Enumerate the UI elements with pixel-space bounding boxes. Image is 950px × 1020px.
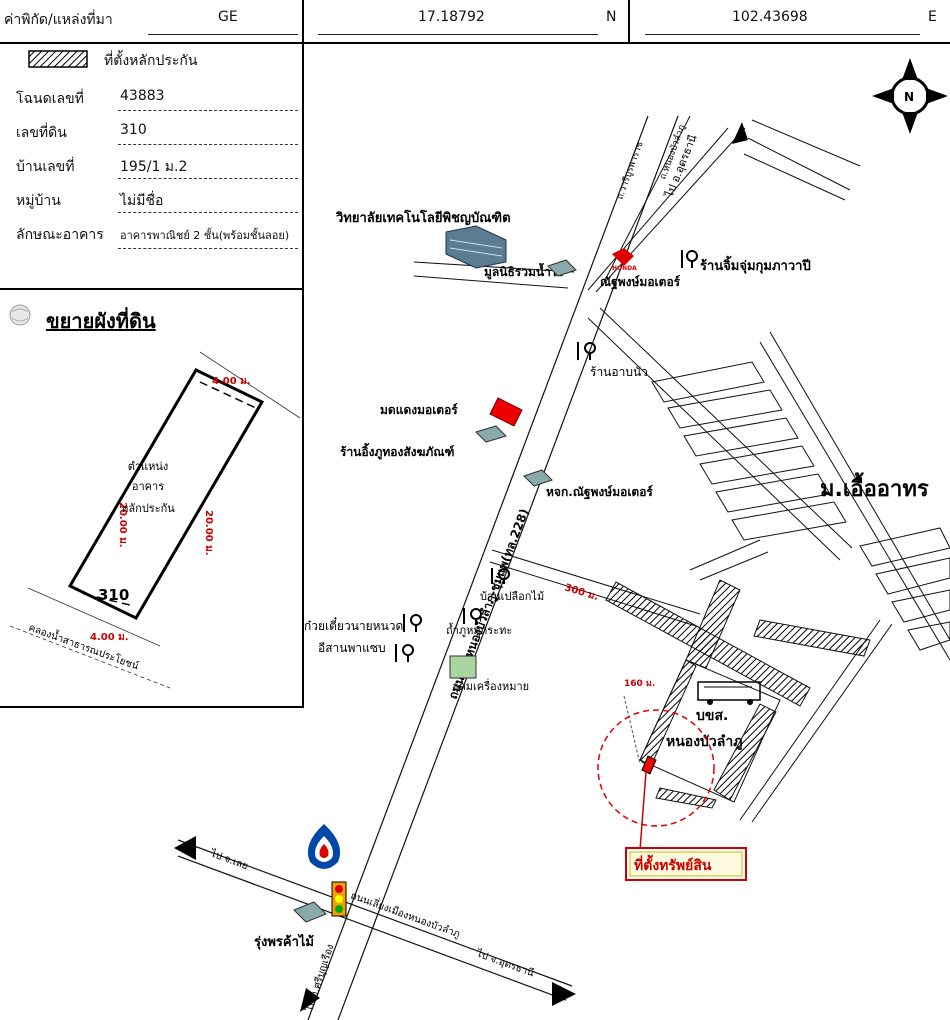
dist-300-label: 300 ม. xyxy=(563,582,599,603)
bus-station-label1: บขส. xyxy=(696,708,728,724)
to-sri-label: ไป อ.ศรีบุญเรือง xyxy=(303,943,336,1014)
parcel-number: 310 xyxy=(98,586,129,604)
udom-shop-icon xyxy=(449,655,477,679)
dealer-label: หจก.ณัฐพงษ์มอเตอร์ xyxy=(546,485,653,500)
parcel-outline xyxy=(67,368,265,620)
restaurant-icon xyxy=(681,250,698,268)
warehouse-icon-3 xyxy=(523,469,553,487)
isan-label: อีสานพาแซบ xyxy=(318,641,386,655)
coordinate-header: ค่าพิกัด/แหล่งที่มา GE 17.18792 N 102.43… xyxy=(0,0,950,44)
svg-text:N: N xyxy=(904,90,914,104)
restaurant-icon-2 xyxy=(577,342,596,360)
building-type-label: ลักษณะอาคาร xyxy=(16,227,104,243)
sri-arrow-icon xyxy=(300,988,320,1012)
house-no-label: บ้านเลขที่ xyxy=(16,159,75,175)
latitude-value: 17.18792 xyxy=(418,9,485,25)
bypass-label: ถนนเลี่ยงเมืองหนองบัวลำภู xyxy=(349,888,462,941)
bottom-width-label: 4.00 ม. xyxy=(90,632,129,643)
village-label: หมู่บ้าน xyxy=(16,193,61,209)
svg-text:HONDA: HONDA xyxy=(612,265,637,272)
baan-pleuak-label: บ้านเปลือกไม้ xyxy=(480,590,544,603)
left-length-label: 20.00 ม. xyxy=(117,502,128,548)
building-type-value: อาคารพาณิชย์ 2 ชั้น(พร้อมชั้นลอย) xyxy=(120,229,290,242)
rungporn-label: รุ่งพรค้าไม้ xyxy=(254,933,314,950)
restaurant1-label: ร้านจิ้มจุ่มกุมภาวาปี xyxy=(700,255,811,274)
deed-value: 43883 xyxy=(120,88,165,104)
gold-shop-label: ร้านอิ้งภูทองสังฆภัณฑ์ xyxy=(340,442,454,460)
small-road1-label: ถ.วารีบูรพาราช xyxy=(614,140,645,201)
to-udon-label: ไป จ.อุดรธานี xyxy=(474,947,536,979)
tham-phu-label: ถ้ำภูหมูกระทะ xyxy=(446,622,512,637)
north-arrow-icon: N xyxy=(872,58,948,134)
source-label: ค่าพิกัด/แหล่งที่มา xyxy=(4,12,113,28)
udom-label: อุดมเครื่องหมาย xyxy=(452,678,529,693)
building-line2: อาคาร xyxy=(132,480,164,493)
to-loei-label: ไป จ.เลย xyxy=(208,847,250,872)
target-label: ที่ตั้งทรัพย์สิน xyxy=(634,854,712,874)
latitude-unit: N xyxy=(606,9,617,25)
property-info-panel: ที่ตั้งหลักประกัน โฉนดเลขที่ 43883 เลขที… xyxy=(0,42,304,290)
bus-station-area xyxy=(605,539,893,823)
udon-arrow-icon xyxy=(732,122,748,144)
honda-logo-icon: HONDA xyxy=(612,248,637,272)
plot-title: ขยายผังที่ดิน xyxy=(46,306,156,333)
legend-label: ที่ตั้งหลักประกัน xyxy=(104,53,198,69)
land-no-value: 310 xyxy=(120,122,147,138)
college-label: วิทยาลัยเทคโนโลยีพิชญบัณฑิต xyxy=(335,209,510,226)
building-line1: ตำแหน่ง xyxy=(128,460,169,473)
restaurant-icon-4 xyxy=(463,608,482,624)
motor-red-label: มดแดงมอเตอร์ xyxy=(380,403,458,417)
right-length-label: 20.00 ม. xyxy=(203,510,214,556)
warehouse-icon-2 xyxy=(475,425,507,443)
restaurant2-label: ร้านอาบนัว xyxy=(590,365,648,379)
red-motor-shop-icon xyxy=(489,397,523,427)
deed-label: โฉนดเลขที่ xyxy=(16,91,84,107)
plot-expansion-panel: ขยายผังที่ดิน 4.00 ม. 4.00 ม. 20.00 ม. 2… xyxy=(0,290,304,708)
restaurant-icon-5 xyxy=(403,614,422,632)
longitude-unit: E xyxy=(928,9,937,25)
udon-arrow-bottom-icon xyxy=(552,982,576,1006)
target-radius xyxy=(597,709,715,827)
building-line3: หลักประกัน xyxy=(121,502,175,515)
bus-icon xyxy=(697,681,761,705)
dist-160-label: 160 ม. xyxy=(624,679,655,689)
village-grid xyxy=(651,361,950,651)
warehouse-icon xyxy=(547,259,577,277)
noodle-label: ก๋วยเตี๋ยวนายหนวด xyxy=(304,616,403,633)
village-value: ไม่มีชื่อ xyxy=(120,193,164,209)
honda-shop-label: ณัฐพงษ์มอเตอร์ xyxy=(600,275,681,290)
bus-station-label2: หนองบัวลำภู xyxy=(666,734,742,750)
ptt-station-icon xyxy=(307,824,341,869)
village-label: ม.เอื้ออาทร xyxy=(820,472,929,502)
longitude-value: 102.43698 xyxy=(732,9,808,25)
house-no-value: 195/1 ม.2 xyxy=(120,159,188,175)
plot-diagram: ขยายผังที่ดิน 4.00 ม. 4.00 ม. 20.00 ม. 2… xyxy=(9,304,301,689)
traffic-light-icon xyxy=(331,881,347,917)
restaurant-icon-3 xyxy=(491,568,510,584)
foundation-label: มูลนิธิรวมน้ำใจ xyxy=(484,262,564,280)
target-marker-icon xyxy=(641,755,657,775)
top-width-label: 4.00 ม. xyxy=(212,376,251,387)
warehouse-icon-4 xyxy=(293,901,327,923)
college-building-icon xyxy=(445,225,507,269)
restaurant-icon-6 xyxy=(395,644,414,662)
loei-arrow-icon xyxy=(174,836,196,860)
collateral-hatch-icon xyxy=(28,50,88,68)
source-value: GE xyxy=(218,9,238,25)
land-no-label: เลขที่ดิน xyxy=(16,125,67,141)
